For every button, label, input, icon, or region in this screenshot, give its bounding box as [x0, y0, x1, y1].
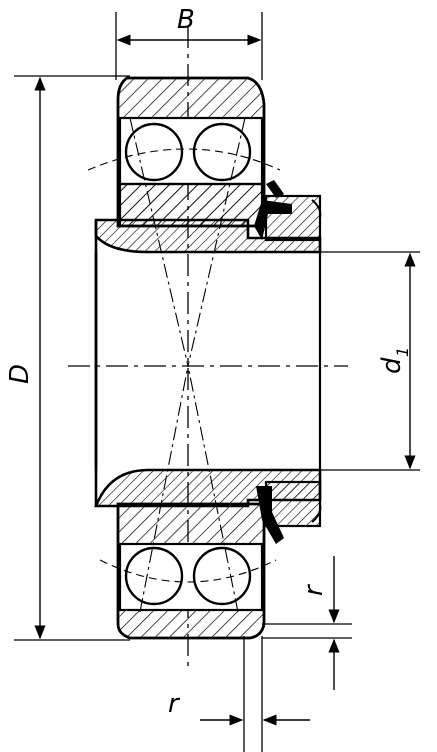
- label-outer-diameter-D: D: [5, 364, 35, 384]
- locking-nut: [264, 194, 322, 528]
- label-chamfer-side-r: r: [299, 583, 329, 596]
- label-bore-d1: d 1: [377, 347, 412, 374]
- balls-top: [124, 122, 252, 182]
- dimension-arrows: [34, 34, 416, 726]
- label-bore-subscript: 1: [393, 347, 412, 357]
- label-bore-d: d: [377, 357, 407, 374]
- extension-lines: [14, 12, 420, 752]
- label-chamfer-bottom-r: r: [168, 689, 181, 719]
- label-width-B: B: [177, 5, 195, 35]
- pitch-arcs: [87, 148, 281, 583]
- lock-washer: [254, 180, 292, 544]
- balls-bottom: [124, 546, 252, 606]
